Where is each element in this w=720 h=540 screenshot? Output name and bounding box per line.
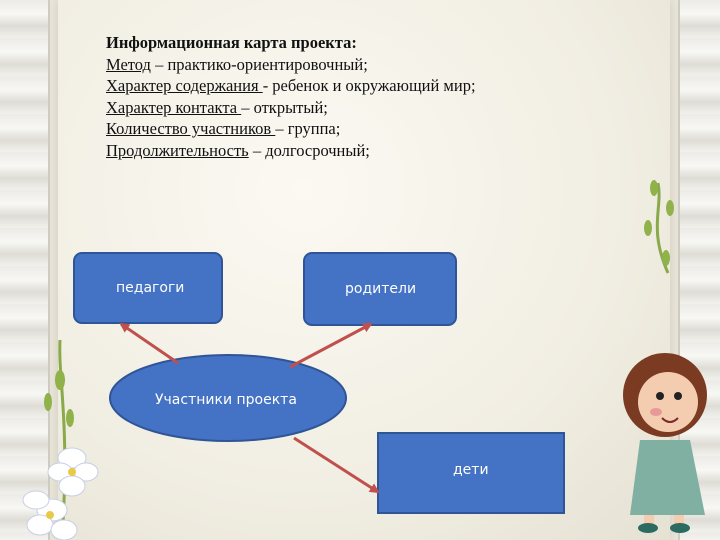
flowers-decoration bbox=[22, 340, 99, 540]
value-content: - ребенок и окружающий мир; bbox=[262, 76, 476, 95]
term-content: Характер содержания bbox=[106, 76, 263, 95]
arrow-to-parents bbox=[289, 322, 373, 369]
node-box-parents bbox=[303, 252, 457, 326]
term-duration: Продолжительность bbox=[106, 140, 249, 160]
project-info-heading: Информационная карта проекта: bbox=[106, 33, 357, 52]
info-line-method: Метод – практико-ориентировочный; bbox=[106, 54, 606, 76]
value-duration: – долгосрочный; bbox=[248, 140, 370, 160]
info-line-duration: Продолжительность – долгосрочный; bbox=[106, 140, 606, 162]
info-line-participants: Количество участников – группа; bbox=[106, 118, 606, 140]
girl-illustration bbox=[623, 353, 707, 533]
project-info-text: Информационная карта проекта: Метод – пр… bbox=[106, 32, 606, 161]
node-box-children bbox=[377, 432, 565, 514]
arrow-to-children bbox=[293, 436, 380, 494]
sprig-decoration bbox=[644, 180, 674, 274]
center-label: Участники проекта bbox=[155, 392, 297, 408]
node-box-teachers bbox=[73, 252, 223, 324]
node-label-parents: родители bbox=[345, 281, 417, 297]
wood-frame-left bbox=[0, 0, 50, 540]
info-line-content: Характер содержания - ребенок и окружающ… bbox=[106, 75, 606, 97]
arrow-to-teachers bbox=[119, 322, 179, 365]
term-contact: Характер контакта bbox=[106, 97, 242, 117]
term-participants: Количество участников bbox=[106, 119, 276, 138]
value-contact: – открытый; bbox=[241, 97, 328, 117]
term-method: Метод bbox=[106, 54, 151, 74]
info-line-contact: Характер контакта – открытый; bbox=[106, 97, 606, 119]
center-ellipse bbox=[109, 354, 347, 442]
value-participants: – группа; bbox=[275, 119, 341, 138]
node-label-teachers: педагоги bbox=[116, 280, 185, 296]
value-method: – практико-ориентировочный; bbox=[150, 54, 368, 74]
node-label-children: дети bbox=[453, 462, 489, 478]
